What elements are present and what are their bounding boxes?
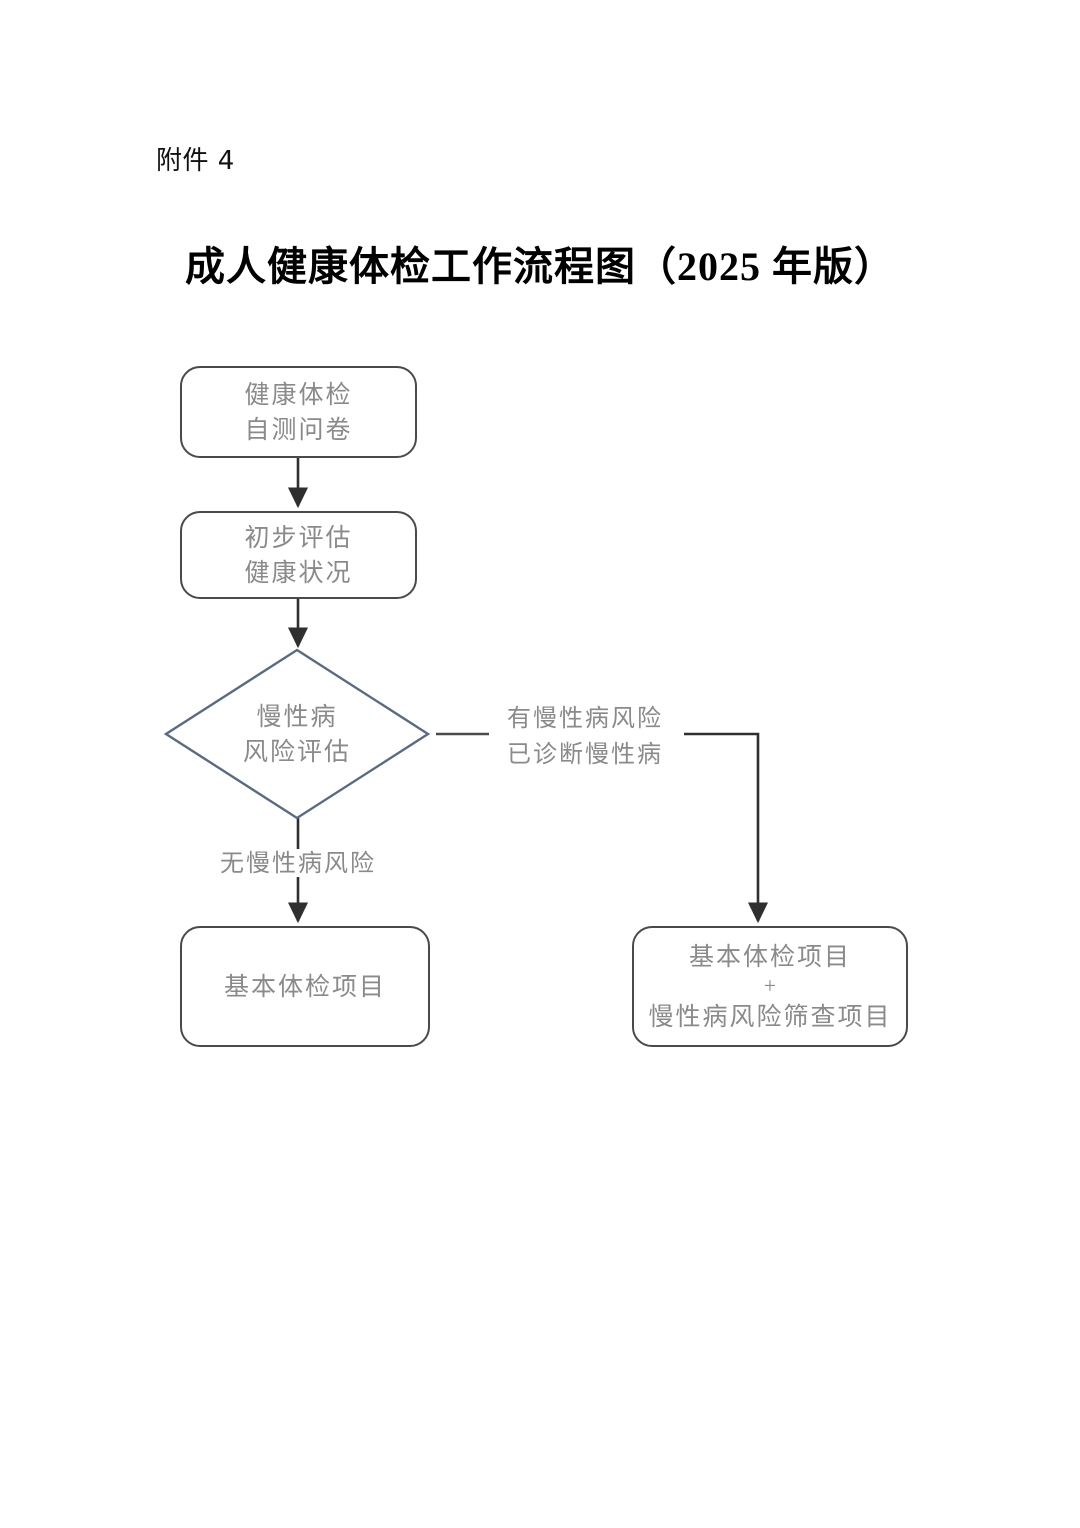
node-line-3: 慢性病风险筛查项目 bbox=[648, 1001, 892, 1031]
node-basic-plus-screening-items[interactable]: 基本体检项目 + 慢性病风险筛查项目 bbox=[632, 926, 908, 1047]
attachment-label: 附件 4 bbox=[156, 146, 235, 176]
node-plus-symbol: + bbox=[763, 973, 777, 999]
node-chronic-disease-risk-assessment[interactable]: 慢性病 风险评估 bbox=[166, 650, 428, 818]
edge-label-text: 无慢性病风险 bbox=[218, 849, 378, 877]
edge-label-text-line-2: 已诊断慢性病 bbox=[505, 736, 665, 772]
node-line-2: 自测问卷 bbox=[244, 415, 353, 444]
diamond-label: 慢性病 风险评估 bbox=[166, 650, 428, 818]
node-health-questionnaire[interactable]: 健康体检 自测问卷 bbox=[180, 366, 417, 458]
node-line-2: 风险评估 bbox=[242, 737, 351, 766]
node-line-1: 初步评估 bbox=[244, 522, 353, 552]
node-line-1: 健康体检 bbox=[244, 379, 353, 409]
node-line-1: 基本体检项目 bbox=[688, 941, 851, 971]
connector-decision-to-basic-plus bbox=[684, 732, 769, 924]
node-line-1: 基本体检项目 bbox=[223, 971, 386, 1001]
page-title: 成人健康体检工作流程图（2025 年版） bbox=[185, 244, 895, 289]
edge-label-text-line-1: 有慢性病风险 bbox=[505, 700, 665, 736]
node-line-2: 健康状况 bbox=[244, 558, 353, 587]
node-basic-exam-items[interactable]: 基本体检项目 bbox=[180, 926, 430, 1047]
edge-label-no-chronic-disease-risk: 无慢性病风险 bbox=[218, 845, 378, 881]
edge-label-has-chronic-disease-risk: 有慢性病风险 已诊断慢性病 bbox=[505, 700, 665, 772]
node-preliminary-assessment[interactable]: 初步评估 健康状况 bbox=[180, 511, 417, 599]
node-line-1: 慢性病 bbox=[256, 701, 338, 731]
